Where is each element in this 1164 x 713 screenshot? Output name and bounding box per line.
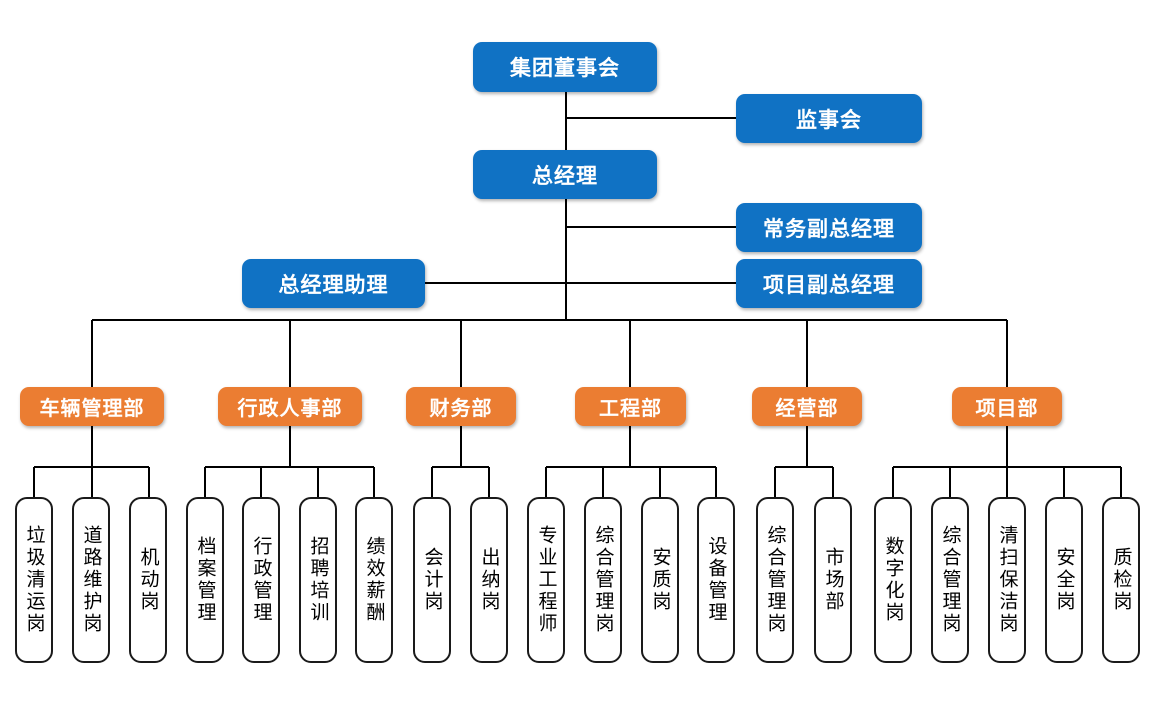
leaf-mobile-duty-post[interactable]: 机动岗 — [129, 497, 167, 663]
leaf-cashier-post[interactable]: 出纳岗 — [470, 497, 508, 663]
node-board-of-directors[interactable]: 集团董事会 — [473, 42, 657, 92]
leaf-archives-management[interactable]: 档案管理 — [186, 497, 224, 663]
node-project-deputy-general-manager[interactable]: 项目副总经理 — [736, 259, 922, 308]
leaf-safety-quality-post[interactable]: 安质岗 — [641, 497, 679, 663]
leaf-cleaning-sanitation-post[interactable]: 清扫保洁岗 — [988, 497, 1026, 663]
leaf-comprehensive-management-post-project[interactable]: 综合管理岗 — [931, 497, 969, 663]
leaf-recruitment-training[interactable]: 招聘培训 — [299, 497, 337, 663]
node-general-manager[interactable]: 总经理 — [473, 150, 657, 199]
node-department-vehicle[interactable]: 车辆管理部 — [20, 387, 164, 426]
leaf-professional-engineer[interactable]: 专业工程师 — [527, 497, 565, 663]
leaf-performance-compensation[interactable]: 绩效薪酬 — [355, 497, 393, 663]
node-executive-deputy-general-manager[interactable]: 常务副总经理 — [736, 203, 922, 252]
leaf-equipment-management[interactable]: 设备管理 — [697, 497, 735, 663]
leaf-comprehensive-management-post-engineering[interactable]: 综合管理岗 — [584, 497, 622, 663]
leaf-administrative-management[interactable]: 行政管理 — [242, 497, 280, 663]
leaf-digitalization-post[interactable]: 数字化岗 — [874, 497, 912, 663]
leaf-comprehensive-management-post-operations[interactable]: 综合管理岗 — [756, 497, 794, 663]
leaf-road-maintenance-post[interactable]: 道路维护岗 — [72, 497, 110, 663]
leaf-accounting-post[interactable]: 会计岗 — [413, 497, 451, 663]
node-department-project[interactable]: 项目部 — [952, 387, 1062, 426]
node-general-manager-assistant[interactable]: 总经理助理 — [242, 259, 425, 308]
node-department-finance[interactable]: 财务部 — [406, 387, 516, 426]
leaf-garbage-transport-post[interactable]: 垃圾清运岗 — [15, 497, 53, 663]
node-department-operations[interactable]: 经营部 — [752, 387, 862, 426]
leaf-quality-inspection-post[interactable]: 质检岗 — [1102, 497, 1140, 663]
node-supervisory-board[interactable]: 监事会 — [736, 94, 922, 143]
leaf-safety-post[interactable]: 安全岗 — [1045, 497, 1083, 663]
leaf-market-department[interactable]: 市场部 — [814, 497, 852, 663]
node-department-admin-hr[interactable]: 行政人事部 — [218, 387, 362, 426]
node-department-engineering[interactable]: 工程部 — [575, 387, 686, 426]
